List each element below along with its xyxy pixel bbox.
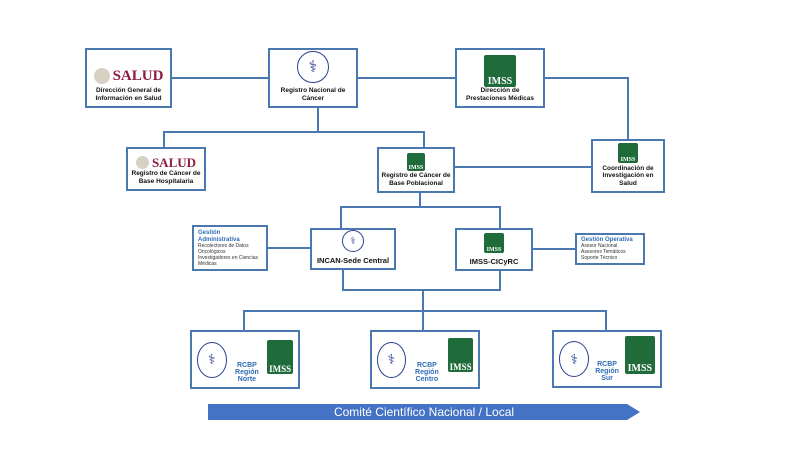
connector [317, 107, 319, 132]
node-rcbp: IMSS Registro de Cáncer de Base Poblacio… [377, 147, 455, 193]
comite-banner-arrow: Comité Científico Nacional / Local [208, 404, 640, 420]
connector [342, 269, 344, 290]
imss-logo: IMSS [448, 338, 473, 372]
region-name: Región Centro [415, 369, 439, 383]
region-name: Región Sur [595, 368, 619, 382]
imss-logo: IMSS [484, 233, 504, 253]
imss-text: IMSS [620, 156, 636, 163]
region-sur: ⚕ RCBP Región Sur IMSS [552, 330, 662, 388]
gestion-title: Gestión Operativa [581, 237, 633, 243]
imss-text: IMSS [486, 247, 502, 253]
connector [455, 166, 591, 168]
connector [419, 192, 421, 207]
region-norte: ⚕ RCBP Región Norte IMSS [190, 330, 300, 389]
node-label: Registro de Cáncer de Base Poblacional [381, 172, 451, 188]
connector [533, 248, 575, 250]
imss-logo: IMSS [624, 336, 655, 374]
connector [422, 289, 424, 311]
region-title: RCBP [597, 361, 617, 368]
imss-text: IMSS [449, 362, 472, 372]
incan-seal-icon: ⚕ [297, 51, 329, 84]
connector [163, 131, 425, 133]
imss-text: IMSS [487, 76, 513, 88]
imss-logo: IMSS [407, 153, 425, 172]
node-rnc: ⚕ Registro Nacional de Cáncer [268, 48, 358, 108]
imss-text: IMSS [627, 363, 653, 374]
incan-seal-icon: ⚕ [377, 341, 406, 378]
gestion-item: Investigadores en Ciencias Médicas [198, 255, 259, 268]
node-dgis: SALUD Dirección General de Información e… [85, 48, 172, 108]
incan-seal-icon: ⚕ [342, 230, 364, 252]
connector [545, 77, 629, 79]
connector [358, 77, 455, 79]
connector [499, 206, 501, 228]
connector [268, 247, 310, 249]
region-title: RCBP [416, 362, 437, 369]
incan-seal-icon: ⚕ [197, 341, 227, 378]
gestion-item: Soporte Técnico [581, 255, 618, 261]
connector [243, 310, 607, 312]
connector [243, 310, 245, 330]
gestion-item: Asesor Nacional [581, 243, 618, 249]
node-incan: ⚕ INCAN-Sede Central [310, 228, 396, 270]
gestion-operativa: Gestión Operativa Asesor Nacional Asesor… [575, 233, 645, 265]
region-centro: ⚕ RCBP Región Centro IMSS [370, 330, 480, 389]
connector [340, 206, 501, 208]
region-name: Región Norte [235, 369, 259, 383]
banner-label: Comité Científico Nacional / Local [333, 405, 515, 419]
connector [163, 131, 165, 147]
node-label: Registro Nacional de Cáncer [280, 87, 346, 103]
imss-logo: IMSS [484, 55, 516, 88]
gestion-item: Recolectores de Datos Oncológicos [198, 243, 249, 256]
node-cicyrc: IMSS IMSS-CICyRC [455, 228, 533, 271]
node-label: IMSS-CICyRC [469, 257, 519, 266]
imss-logo: IMSS [267, 340, 293, 374]
connector [605, 310, 607, 330]
salud-logo: SALUD [135, 156, 196, 170]
node-label: Coordinación de Investigación en Salud [602, 164, 654, 188]
seal-icon [93, 68, 110, 85]
gestion-item: Asesores Temáticos [581, 249, 626, 255]
connector [340, 206, 342, 228]
connector [422, 310, 424, 330]
salud-logo: SALUD [93, 68, 163, 85]
gestion-title: Gestión Administrativa [198, 230, 240, 243]
connector [172, 77, 268, 79]
seal-icon [135, 156, 149, 170]
node-label: Dirección de Prestaciones Médicas [466, 87, 534, 103]
node-label: Dirección General de Información en Salu… [95, 87, 162, 103]
connector [627, 77, 629, 139]
incan-seal-icon: ⚕ [559, 341, 590, 377]
imss-logo: IMSS [618, 142, 638, 163]
node-label: Registro de Cáncer de Base Hospitalaria [131, 170, 201, 186]
node-dpm: IMSS Dirección de Prestaciones Médicas [455, 48, 545, 108]
imss-text: IMSS [408, 165, 424, 172]
region-title: RCBP [237, 362, 257, 369]
connector [499, 270, 501, 290]
node-label: INCAN-Sede Central [316, 256, 390, 265]
connector [342, 289, 501, 291]
node-rcbh: SALUD Registro de Cáncer de Base Hospita… [126, 147, 206, 191]
gestion-administrativa: Gestión Administrativa Recolectores de D… [192, 225, 268, 271]
node-coordinacion: IMSS Coordinación de Investigación en Sa… [591, 139, 665, 193]
imss-text: IMSS [269, 364, 292, 374]
connector [423, 131, 425, 147]
